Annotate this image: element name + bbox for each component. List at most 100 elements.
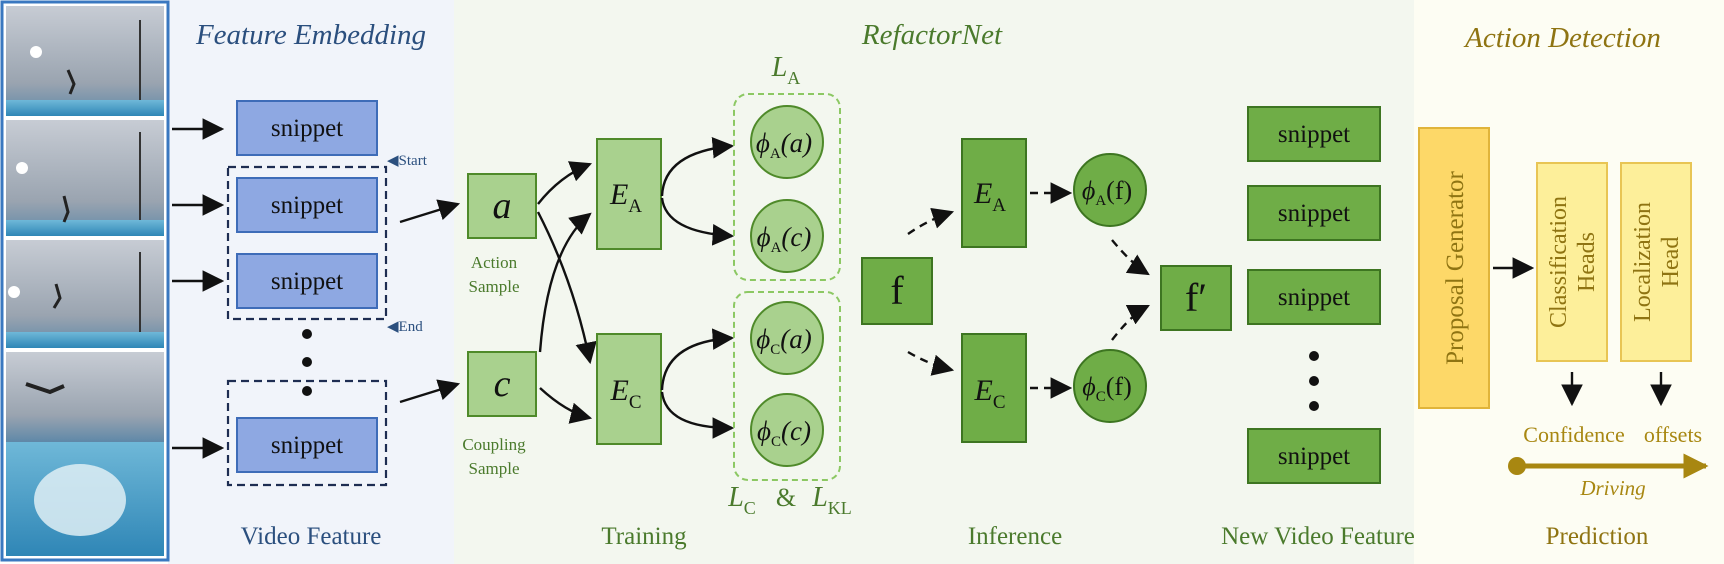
phi-a-a-node: ϕA(a) [750,105,824,179]
svg-text:ϕA(c): ϕA(c) [757,222,812,256]
svg-text:ϕC(c): ϕC(c) [757,416,811,450]
bottom-group-to-c-arrow [399,379,461,404]
inference-section: f EA EC ϕA(f) ϕC(f) f′ Inference [861,138,1232,550]
c-to-ea-arrow [538,212,592,353]
svg-text:EC: EC [973,374,1005,413]
encoder-c-training: EC [596,333,662,445]
prediction-footer: Prediction [1546,523,1649,550]
training-footer: Training [601,523,687,550]
action-sample-caption-2: Sample [469,277,520,296]
video-frame-1 [6,6,164,116]
svg-text:ϕA(f): ϕA(f) [1082,176,1132,209]
snippet-box-4: snippet [236,417,378,473]
ea-to-phi-a-c-arrow [660,197,735,246]
start-marker: ◀Start [387,153,428,169]
svg-text:ϕC(f): ϕC(f) [1082,372,1131,405]
svg-text:snippet: snippet [1278,200,1350,227]
classification-heads-box: Classification Heads [1536,162,1608,362]
svg-text:EA: EA [973,177,1006,216]
encoder-a-training: EA [596,138,662,250]
svg-text:snippet: snippet [1278,284,1350,311]
video-frame-4 [6,352,164,556]
svg-text:snippet: snippet [271,115,343,142]
loss-a-label: LA [771,52,801,88]
svg-text:ϕC(a): ϕC(a) [756,324,811,358]
new-snippet-ellipsis [1309,351,1319,411]
inference-footer: Inference [968,523,1062,550]
coupling-sample-node: c [467,351,537,417]
ea-to-phi-a-a-arrow [660,136,735,197]
new-snippet-box-3: snippet [1247,269,1381,325]
coupling-sample-caption-2: Sample [469,459,520,478]
proposal-generator-box: Proposal Generator [1418,127,1490,409]
phi-c-f-to-output-arrow [1111,304,1150,341]
f-to-ec-arrow [907,350,955,376]
svg-text:a: a [493,185,512,227]
svg-text:EC: EC [609,374,641,413]
end-marker: ◀End [387,319,423,335]
snippet-box-3: snippet [236,253,378,309]
inference-input-node: f [861,257,933,325]
phi-a-f-node: ϕA(f) [1073,153,1147,227]
new-video-feature-footer: New Video Feature [1221,523,1415,550]
phi-a-c-node: ϕA(c) [750,199,824,273]
feature-embedding-section: Feature Embedding snippet snippet snippe… [172,19,428,550]
ec-to-phi-c-c-arrow [660,391,735,439]
new-snippet-box-4: snippet [1247,428,1381,484]
action-detection-title: Action Detection [1463,22,1661,54]
svg-text:ϕA(a): ϕA(a) [756,128,812,162]
phi-c-a-node: ϕC(a) [750,301,824,375]
ec-to-phi-c-a-arrow [660,328,735,391]
localization-head-box: Localization Head [1620,162,1692,362]
loss-c-label: LC [727,482,756,518]
svg-text:EA: EA [609,178,642,217]
encoder-a-inference: EA [961,138,1027,248]
svg-text:Localization: Localization [1630,202,1656,322]
training-section: a Action Sample c Coupling Sample EA EC … [399,52,852,550]
phi-c-c-node: ϕC(c) [750,393,824,467]
start-group-to-a-arrow [399,199,461,224]
svg-text:snippet: snippet [1278,443,1350,470]
inference-output-node: f′ [1160,265,1232,331]
svg-text:c: c [494,363,511,405]
video-frames-strip [0,0,170,562]
svg-text:snippet: snippet [271,268,343,295]
video-frame-3 [6,240,164,348]
dashed-group-bottom [226,379,388,487]
svg-text:Classification: Classification [1546,196,1572,328]
svg-text:Head: Head [1658,237,1684,288]
dashed-group-start-end [226,165,388,321]
video-frame-2 [6,120,164,236]
svg-text:snippet: snippet [1278,121,1350,148]
c-to-ec-arrow [539,387,593,424]
offsets-label: offsets [1644,422,1702,447]
svg-text:Heads: Heads [1574,232,1600,292]
action-sample-caption-1: Action [471,253,518,272]
action-sample-node: a [467,173,537,239]
new-snippet-box-2: snippet [1247,185,1381,241]
action-detection-section: Action Detection Proposal Generator Clas… [1418,22,1709,550]
snippet-box-1: snippet [236,100,378,156]
a-to-ea-arrow [537,161,593,205]
confidence-label: Confidence [1523,422,1624,447]
loss-kl-label: LKL [811,482,852,518]
new-video-feature-section: snippet snippet snippet snippet New Vide… [1221,106,1415,550]
coupling-sample-caption-1: Coupling [462,435,526,454]
ellipsis-dots [302,329,312,396]
svg-text:Proposal Generator: Proposal Generator [1442,170,1469,364]
svg-text:f′: f′ [1185,275,1207,320]
svg-text:snippet: snippet [271,192,343,219]
video-feature-footer: Video Feature [241,523,382,550]
f-to-ea-arrow [907,207,955,235]
encoder-c-inference: EC [961,333,1027,443]
svg-text:f: f [890,268,904,313]
driving-label: Driving [1579,476,1645,500]
phi-c-f-node: ϕC(f) [1073,349,1147,423]
loss-amp-label: & [776,483,796,512]
a-to-ec-arrow [536,211,597,365]
loss-c-kl-group [733,291,841,481]
phi-a-f-to-output-arrow [1111,239,1150,276]
new-snippet-box-1: snippet [1247,106,1381,162]
